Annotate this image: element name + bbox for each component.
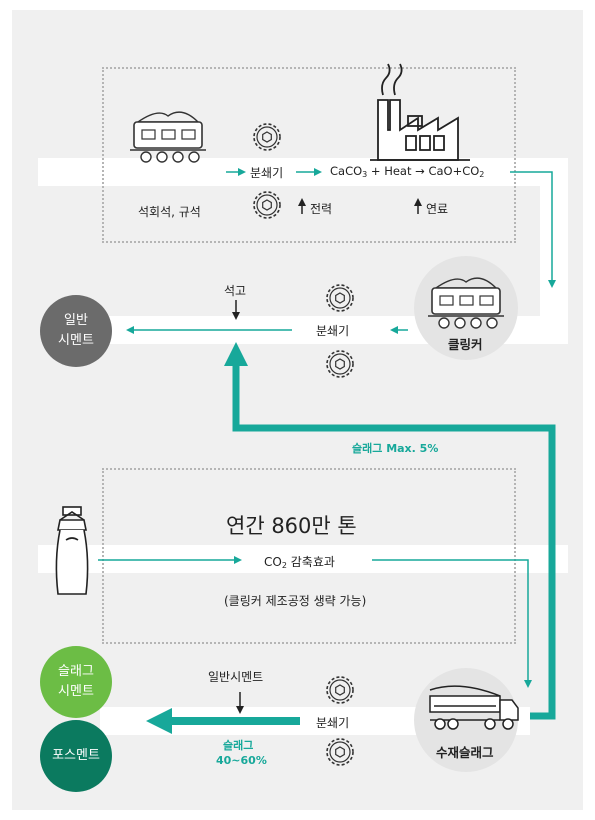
note-label: (클링커 제조공정 생략 가능) — [224, 594, 367, 608]
gear-icon — [326, 676, 354, 704]
clinker-cart-icon — [427, 277, 505, 329]
gear-icon — [326, 738, 354, 766]
gypsum-label: 석고 — [224, 284, 247, 298]
blast-furnace-icon — [55, 506, 89, 595]
general-cement-input-label: 일반시멘트 — [208, 670, 264, 684]
bottom-mill-label: 분쇄기 — [316, 716, 350, 730]
power-label: 전력 — [310, 202, 333, 216]
raw-material-label: 석회석, 규석 — [138, 205, 201, 219]
slag-pct-line2: 40~60% — [216, 754, 267, 767]
poscement-label: 포스멘트 — [52, 748, 100, 763]
top-flow-band-return — [540, 158, 568, 334]
kiln-process-box — [102, 67, 516, 243]
raw-material-cart-icon — [129, 111, 207, 163]
reaction-sub2: 2 — [479, 170, 485, 179]
poscement-circle: 포스멘트 — [40, 720, 112, 792]
gear-icon — [253, 191, 281, 219]
slag-pct-line1: 슬래그 — [223, 739, 254, 752]
flow-arrow — [510, 171, 556, 288]
slag-cement-line2: 시멘트 — [58, 684, 94, 699]
flow-arrow — [372, 559, 532, 688]
dump-truck-icon — [429, 685, 519, 730]
gear-icon — [253, 123, 281, 151]
slag-return-line — [232, 362, 556, 720]
middle-mill-label: 분쇄기 — [316, 324, 350, 338]
factory-icon — [370, 63, 470, 161]
water-slag-label: 수재슬래그 — [436, 745, 494, 760]
co2-sub: 2 — [281, 561, 287, 570]
co2-suffix: 감축효과 — [286, 555, 335, 569]
co2-effect-label: CO2 감축효과 — [264, 553, 335, 570]
bottom-flow-band — [38, 545, 568, 573]
gear-icon — [326, 350, 354, 378]
top-mill-label: 분쇄기 — [250, 166, 284, 180]
slag-max-label: 슬래그 Max. 5% — [352, 442, 439, 455]
annual-label: 연간 860만 톤 — [226, 514, 357, 538]
slag-output-arrowhead — [146, 708, 172, 734]
slag-process-box — [102, 468, 516, 644]
fuel-label: 연료 — [426, 202, 449, 216]
gear-icon — [326, 284, 354, 312]
general-cement-line2: 시멘트 — [58, 333, 94, 348]
co2-prefix: CO — [264, 555, 282, 569]
reaction-mid: + Heat → CaO+CO — [367, 164, 480, 178]
slag-return-arrowhead — [224, 342, 248, 366]
reaction-main: CaCO — [330, 164, 363, 178]
slag-cement-line1: 슬래그 — [58, 664, 94, 679]
general-cement-line1: 일반 — [64, 313, 88, 328]
reaction-sub: 3 — [362, 170, 368, 179]
reaction-formula: CaCO3 + Heat → CaO+CO2 — [330, 164, 484, 179]
clinker-label: 클링커 — [448, 337, 483, 352]
